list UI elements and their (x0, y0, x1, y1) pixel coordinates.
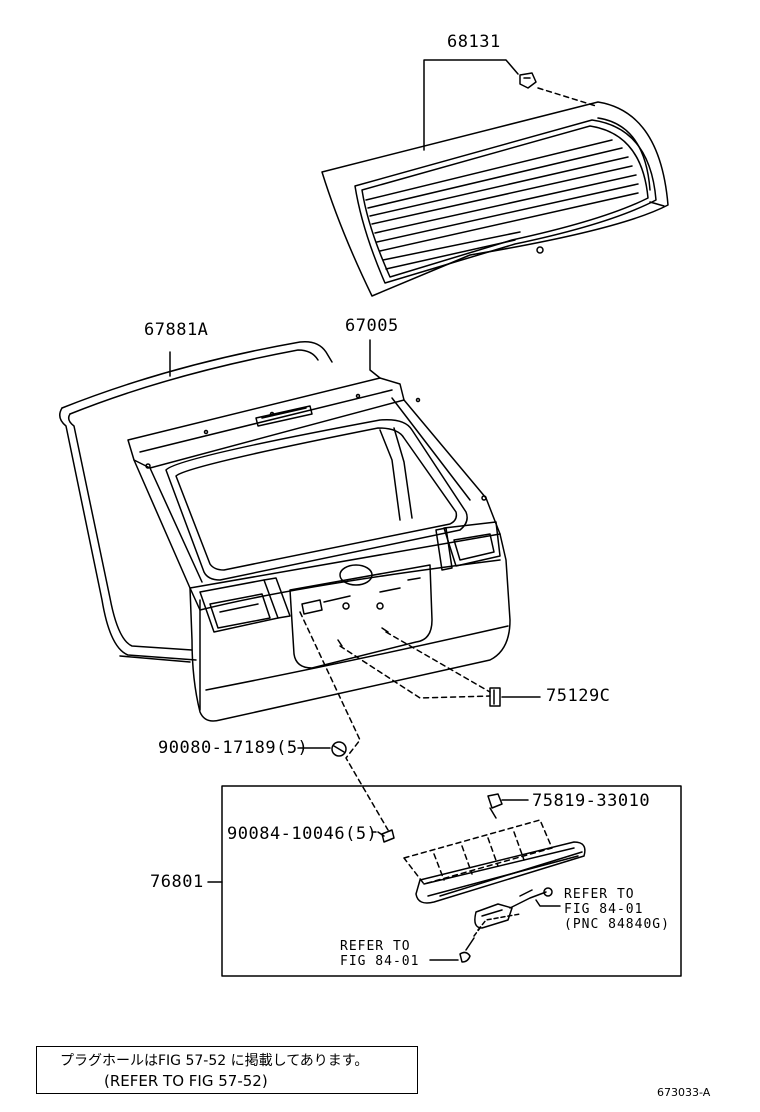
screw-part (377, 829, 395, 843)
switch-screw (459, 937, 475, 963)
part-label-75819: 75819-33010 (532, 791, 651, 811)
part-label-76801: 76801 (150, 872, 204, 892)
part-label-75129c: 75129C (546, 686, 611, 706)
garnish-bar (403, 819, 586, 904)
note-box (36, 1046, 418, 1094)
reference-label-1-line1: REFER TO (564, 887, 635, 902)
part-label-68131: 68131 (447, 32, 501, 52)
part-label-90084: 90084-10046(5) (227, 824, 378, 844)
door-weatherstrip (59, 340, 333, 663)
back-window-glass (321, 101, 669, 297)
part-label-90080: 90080-17189(5) (158, 738, 309, 758)
note-english: (REFER TO FIG 57-52) (104, 1072, 268, 1090)
part-label-67881a: 67881A (144, 320, 209, 340)
glass-clip (519, 72, 537, 89)
opener-switch (474, 887, 553, 929)
nut-part (331, 741, 347, 757)
leader-ref1 (535, 899, 561, 907)
note-japanese: プラグホールはFIG 57-52 に掲載してあります。 (60, 1053, 369, 1069)
garnish-assembly-box (221, 785, 682, 977)
reference-label-2-line2: FIG 84-01 (340, 954, 420, 969)
leader-68131 (423, 59, 519, 151)
leader-67005 (369, 339, 381, 379)
reference-label-1-line3: (PNC 84840G) (564, 917, 670, 932)
plug-hole-cover (489, 687, 501, 707)
figure-id: 673033-A (657, 1086, 711, 1099)
part-label-67005: 67005 (345, 316, 399, 336)
garnish-clip (487, 793, 503, 819)
reference-label-2-line1: REFER TO (340, 939, 411, 954)
back-door-panel (127, 377, 511, 722)
reference-label-1-line2: FIG 84-01 (564, 902, 644, 917)
